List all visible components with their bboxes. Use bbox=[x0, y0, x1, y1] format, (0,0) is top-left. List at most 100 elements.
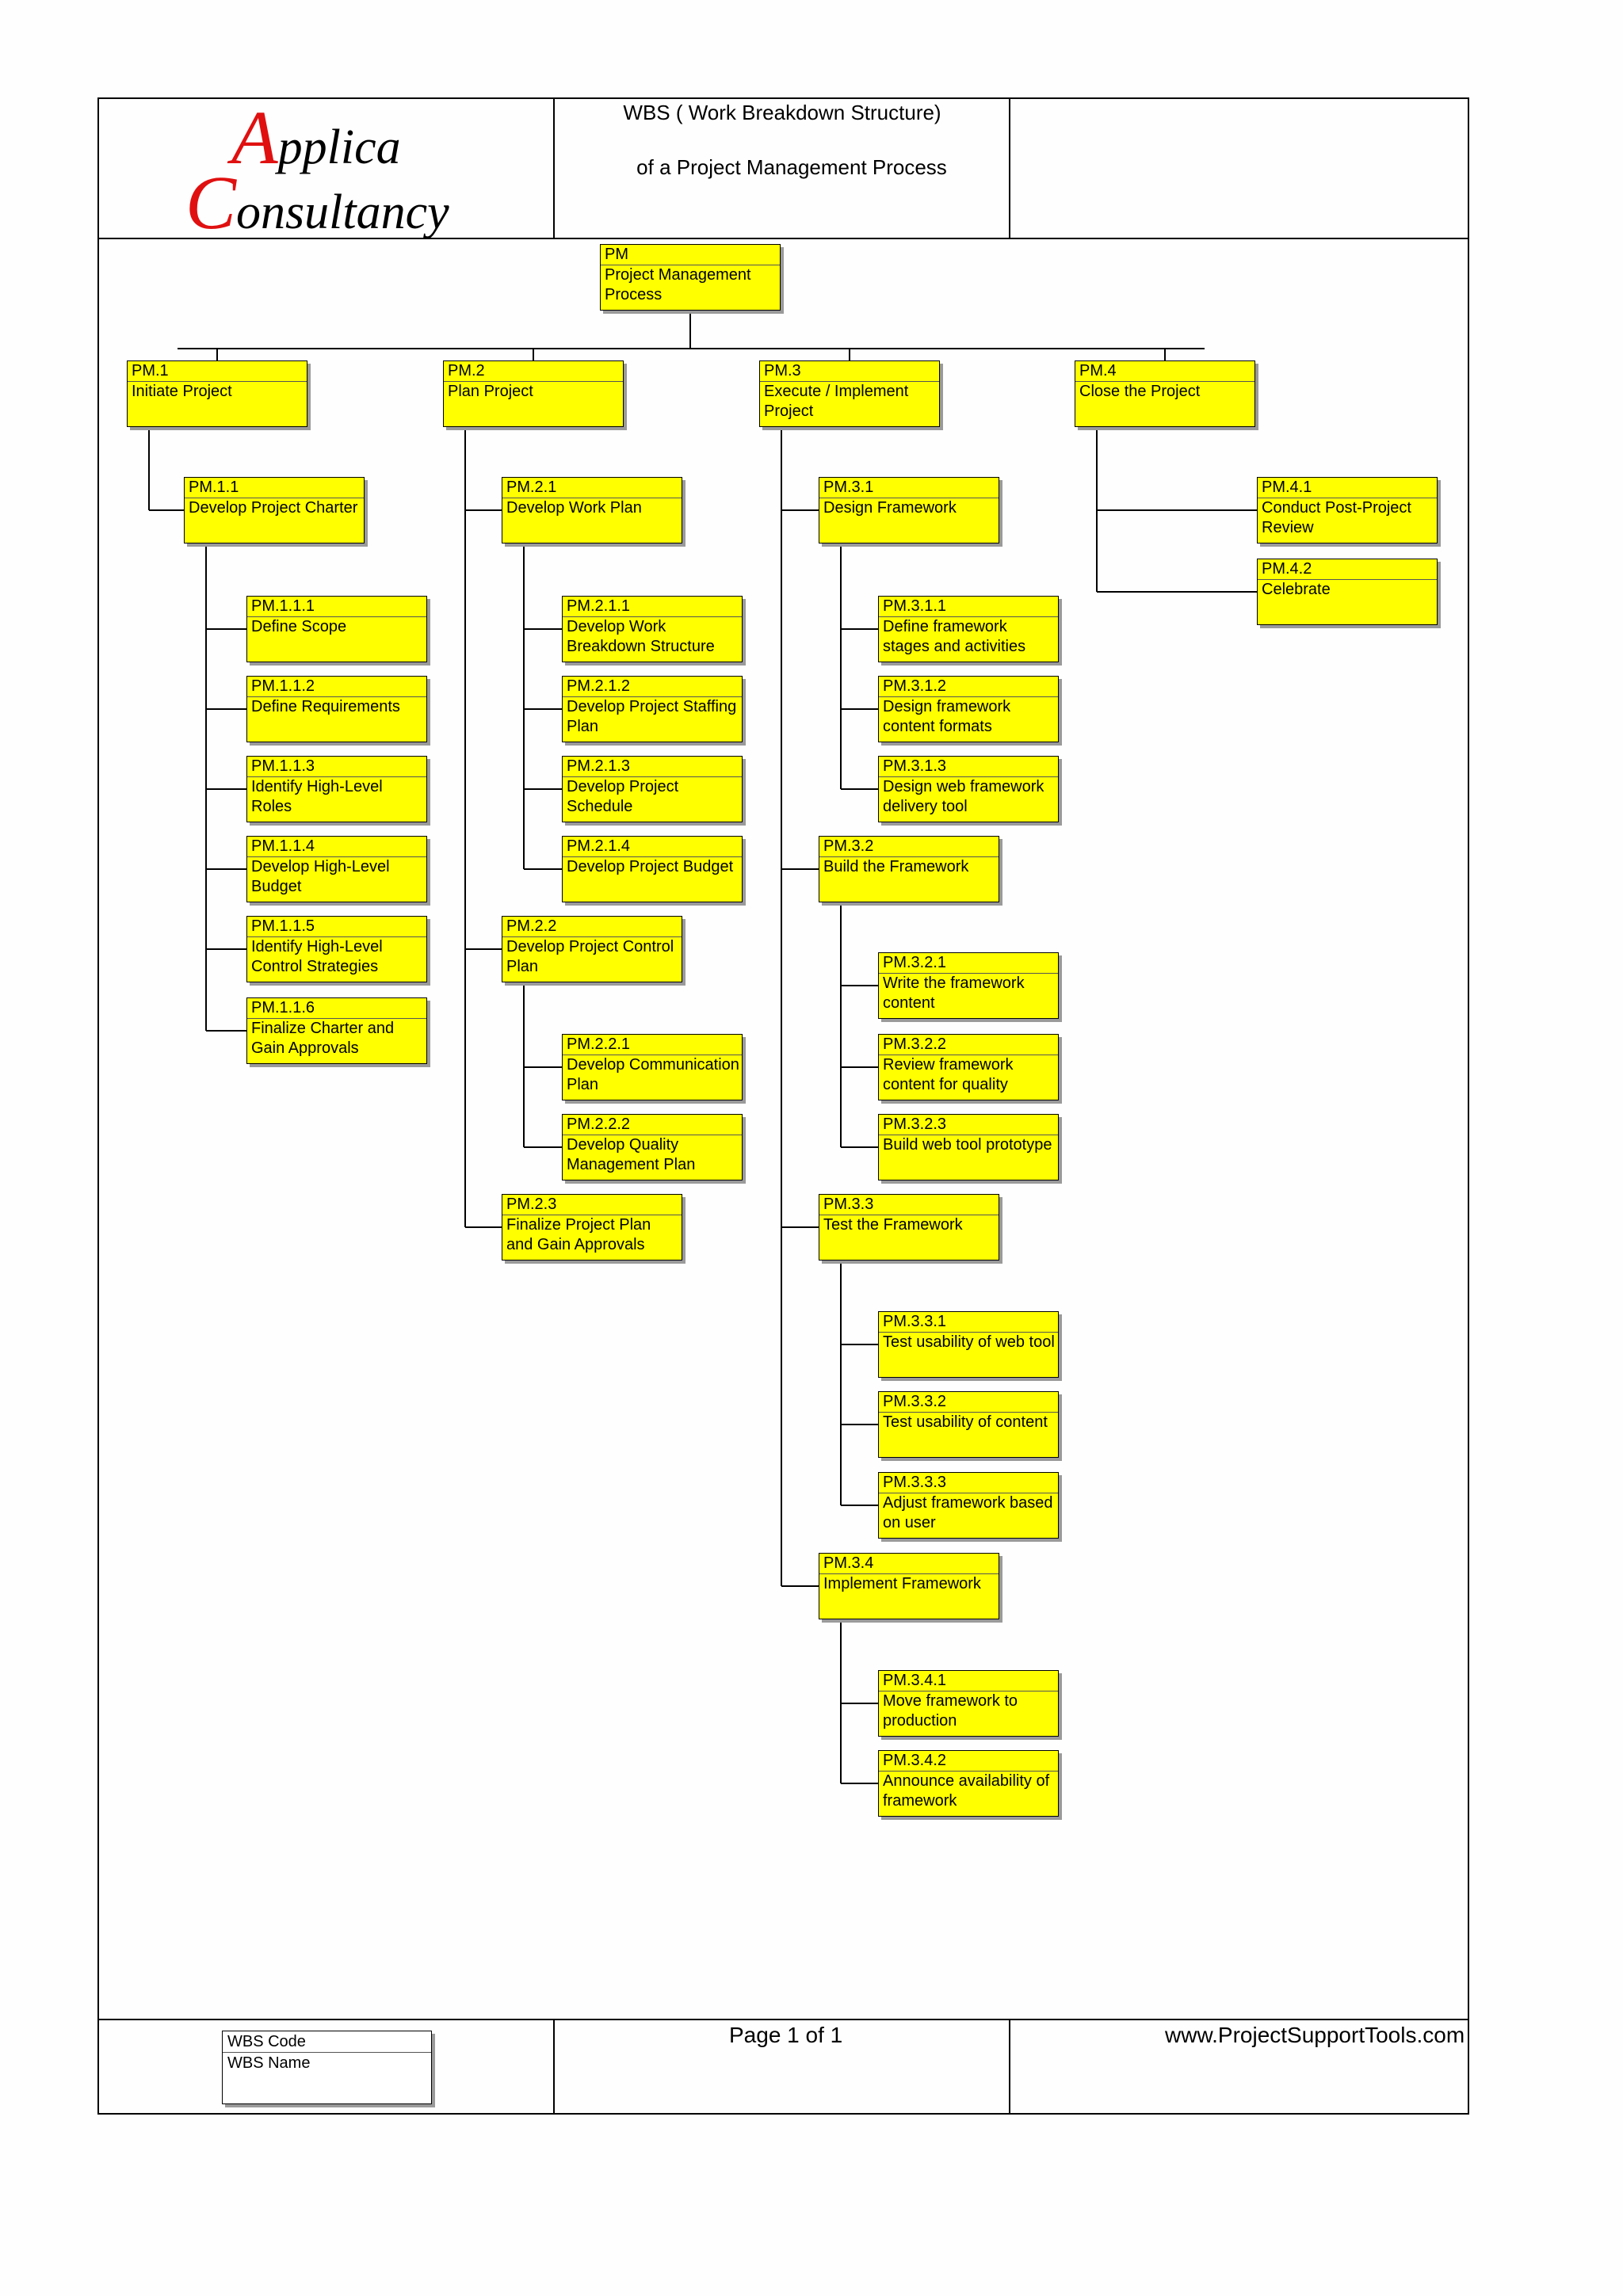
wbs-code: PM.3.3 bbox=[819, 1195, 999, 1215]
frame-header-bottom bbox=[97, 238, 1469, 239]
frame-footer-top bbox=[97, 2019, 1469, 2020]
wbs-name: Write the framework content bbox=[883, 974, 1025, 1012]
wbs-name: Plan Project bbox=[448, 383, 533, 400]
wbs-code: PM.3.4.1 bbox=[879, 1671, 1058, 1691]
wbs-name: Finalize Charter and Gain Approvals bbox=[251, 1020, 395, 1057]
wbs-name: Review framework content for quality bbox=[883, 1056, 1014, 1093]
header-divider-1 bbox=[553, 97, 555, 239]
wbs-name: Develop Project Staffing Plan bbox=[567, 698, 737, 735]
wbs-code: PM.4.1 bbox=[1258, 478, 1437, 498]
wbs-name: Initiate Project bbox=[132, 383, 232, 400]
wbs-code: PM.4.2 bbox=[1258, 559, 1437, 580]
wbs-code: PM.2.1 bbox=[502, 478, 682, 498]
wbs-code: PM.3.1.2 bbox=[879, 677, 1058, 697]
wbs-name: Test the Framework bbox=[823, 1216, 963, 1234]
wbs-code: PM.2.2 bbox=[502, 917, 682, 937]
wbs-code: PM.3.1 bbox=[819, 478, 999, 498]
wbs-code: PM.1.1.5 bbox=[247, 917, 426, 937]
wbs-name: Define Requirements bbox=[251, 698, 400, 715]
wbs-name: Develop Project Control Plan bbox=[506, 938, 674, 975]
company-logo-line-2: Consultancy bbox=[185, 158, 449, 246]
frame-top bbox=[97, 97, 1469, 99]
wbs-name: Define Scope bbox=[251, 618, 347, 635]
wbs-name: Develop Project Schedule bbox=[567, 778, 679, 815]
wbs-name: Execute / Implement Project bbox=[764, 383, 909, 420]
legend-code-label: WBS Code bbox=[223, 2031, 431, 2053]
wbs-code: PM.2.1.4 bbox=[563, 837, 742, 857]
document-subtitle: of a Project Management Process bbox=[636, 155, 947, 179]
wbs-code: PM.3.4 bbox=[819, 1554, 999, 1574]
page-number: Page 1 of 1 bbox=[729, 2023, 843, 2047]
wbs-code: PM.2.1.2 bbox=[563, 677, 742, 697]
wbs-name: Finalize Project Plan and Gain Approvals bbox=[506, 1216, 651, 1253]
footer-divider-2 bbox=[1009, 2019, 1010, 2115]
wbs-code: PM.3.3.3 bbox=[879, 1473, 1058, 1493]
wbs-code: PM.3.3.2 bbox=[879, 1392, 1058, 1413]
logo-cap-a: A bbox=[231, 95, 278, 180]
wbs-name: Design web framework delivery tool bbox=[883, 778, 1044, 815]
wbs-code: PM.3.3.1 bbox=[879, 1312, 1058, 1333]
wbs-name: Develop Work Plan bbox=[506, 499, 642, 517]
wbs-name: Move framework to production bbox=[883, 1692, 1018, 1730]
wbs-code: PM.1 bbox=[128, 361, 307, 382]
wbs-code: PM.1.1.6 bbox=[247, 998, 426, 1019]
wbs-code: PM.2.2.2 bbox=[563, 1115, 742, 1135]
wbs-name: Announce availability of framework bbox=[883, 1772, 1050, 1810]
wbs-name: Develop High-Level Budget bbox=[251, 858, 390, 895]
wbs-code: PM.3.1.3 bbox=[879, 757, 1058, 777]
wbs-code: PM.3.2.1 bbox=[879, 953, 1058, 974]
wbs-name: Develop Work Breakdown Structure bbox=[567, 618, 715, 655]
wbs-name: Develop Project Budget bbox=[567, 858, 734, 875]
wbs-name: Develop Communication Plan bbox=[567, 1056, 739, 1093]
website-link[interactable]: www.ProjectSupportTools.com bbox=[1165, 2023, 1465, 2047]
frame-right bbox=[1468, 97, 1469, 2115]
legend-box: WBS Code WBS Name bbox=[222, 2031, 432, 2104]
wbs-code: PM.2 bbox=[444, 361, 623, 382]
wbs-code: PM bbox=[601, 245, 780, 265]
footer-divider-1 bbox=[553, 2019, 555, 2115]
wbs-name: Celebrate bbox=[1262, 581, 1331, 598]
wbs-code: PM.4 bbox=[1075, 361, 1254, 382]
wbs-name: Design framework content formats bbox=[883, 698, 1011, 735]
wbs-code: PM.1.1.3 bbox=[247, 757, 426, 777]
wbs-name: Test usability of web tool bbox=[883, 1333, 1055, 1351]
wbs-code: PM.2.1.1 bbox=[563, 597, 742, 617]
wbs-name: Build the Framework bbox=[823, 858, 969, 875]
legend-name-label: WBS Name bbox=[227, 2054, 311, 2072]
logo-cap-c: C bbox=[185, 160, 237, 245]
wbs-code: PM.3 bbox=[760, 361, 939, 382]
wbs-name: Identify High-Level Control Strategies bbox=[251, 938, 383, 975]
